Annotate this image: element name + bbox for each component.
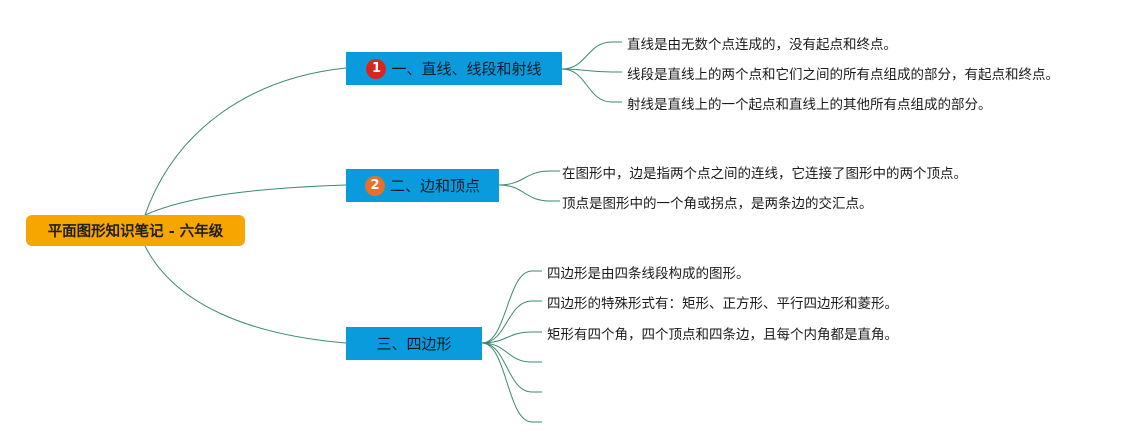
topic-quad-special[interactable]: 四边形的特殊形式有：矩形、正方形、平行四边形和菱形。 bbox=[547, 296, 898, 312]
root-branch-link bbox=[144, 245, 347, 344]
branch-label: 三、四边形 bbox=[376, 335, 452, 353]
topic-line[interactable]: 直线是由无数个点连成的，没有起点和终点。 bbox=[627, 37, 897, 53]
topic-segment[interactable]: 线段是直线上的两个点和它们之间的所有点组成的部分，有起点和终点。 bbox=[627, 67, 1059, 83]
branch-leaf-link bbox=[481, 331, 542, 344]
topic-vertex[interactable]: 顶点是图形中的一个角或拐点，是两条边的交汇点。 bbox=[562, 196, 873, 212]
branch-leaf-link bbox=[481, 270, 542, 344]
branch-leaf-link bbox=[561, 68, 622, 103]
branch-node-edges-vertices[interactable]: 2 二、边和顶点 bbox=[346, 169, 499, 202]
branch-leaf-link bbox=[481, 342, 542, 393]
branch-leaf-link bbox=[561, 68, 622, 73]
branch-node-quadrilateral[interactable]: 三、四边形 bbox=[346, 327, 482, 360]
branch-leaf-link bbox=[561, 41, 622, 70]
root-node[interactable]: 平面图形知识笔记 - 六年级 bbox=[26, 215, 245, 246]
branch-node-lines[interactable]: 1 一、直线、线段和射线 bbox=[346, 52, 562, 85]
branch-leaf-link bbox=[481, 342, 542, 423]
priority-2-icon: 2 bbox=[364, 175, 385, 196]
topic-ray[interactable]: 射线是直线上的一个起点和直线上的其他所有点组成的部分。 bbox=[627, 97, 992, 113]
branch-label: 一、直线、线段和射线 bbox=[391, 60, 542, 78]
topic-quad-definition[interactable]: 四边形是由四条线段构成的图形。 bbox=[547, 266, 750, 282]
root-branch-link bbox=[144, 184, 347, 216]
priority-1-icon: 1 bbox=[366, 58, 387, 79]
topic-rectangle[interactable]: 矩形有四个角，四个顶点和四条边，且每个内角都是直角。 bbox=[547, 327, 898, 343]
branch-leaf-link bbox=[481, 342, 542, 363]
topic-edge[interactable]: 在图形中，边是指两个点之间的连线，它连接了图形中的两个顶点。 bbox=[562, 166, 967, 182]
root-branch-link bbox=[144, 67, 347, 216]
branch-leaf-link bbox=[498, 170, 560, 186]
branch-label: 二、边和顶点 bbox=[389, 177, 480, 195]
branch-leaf-link bbox=[481, 300, 542, 344]
branch-leaf-link bbox=[498, 184, 560, 202]
